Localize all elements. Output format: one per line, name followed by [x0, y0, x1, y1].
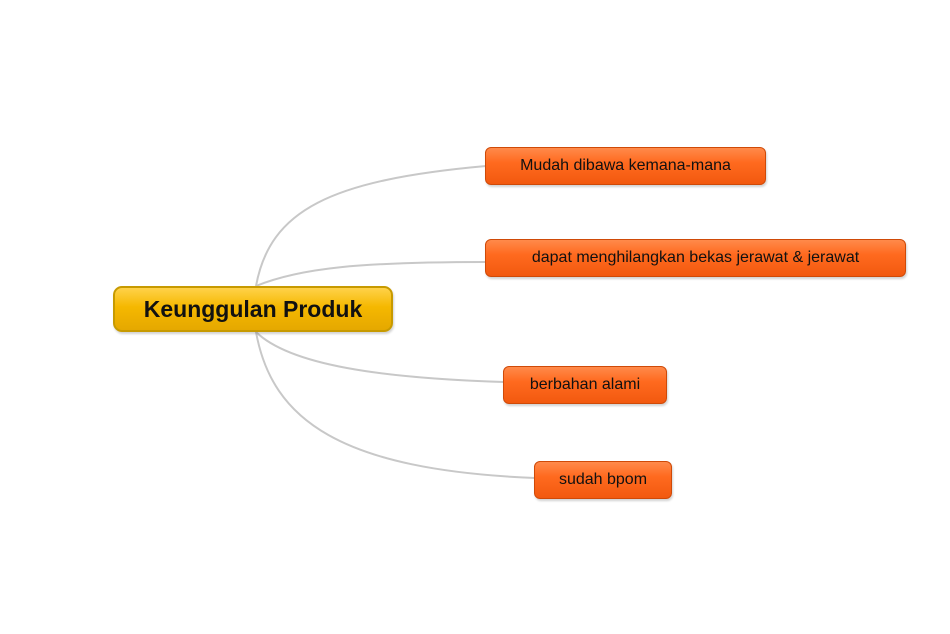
- connector-branch-1: [255, 165, 487, 287]
- branch-node-berbahan-alami[interactable]: berbahan alami: [503, 366, 667, 404]
- central-topic-node[interactable]: Keunggulan Produk: [113, 286, 393, 332]
- central-topic-label: Keunggulan Produk: [143, 295, 363, 322]
- branch-label: berbahan alami: [529, 376, 641, 393]
- branch-label: Mudah dibawa kemana-mana: [520, 157, 731, 174]
- branch-label: sudah bpom: [558, 471, 648, 488]
- branch-node-sudah-bpom[interactable]: sudah bpom: [534, 461, 672, 499]
- connector-branch-3: [255, 331, 505, 383]
- connector-branch-2: [255, 261, 487, 287]
- branch-label: dapat menghilangkan bekas jerawat & jera…: [531, 249, 860, 266]
- connector-branch-4: [255, 331, 536, 479]
- branch-node-mudah-dibawa[interactable]: Mudah dibawa kemana-mana: [485, 147, 766, 185]
- branch-node-menghilangkan-jerawat[interactable]: dapat menghilangkan bekas jerawat & jera…: [485, 239, 906, 277]
